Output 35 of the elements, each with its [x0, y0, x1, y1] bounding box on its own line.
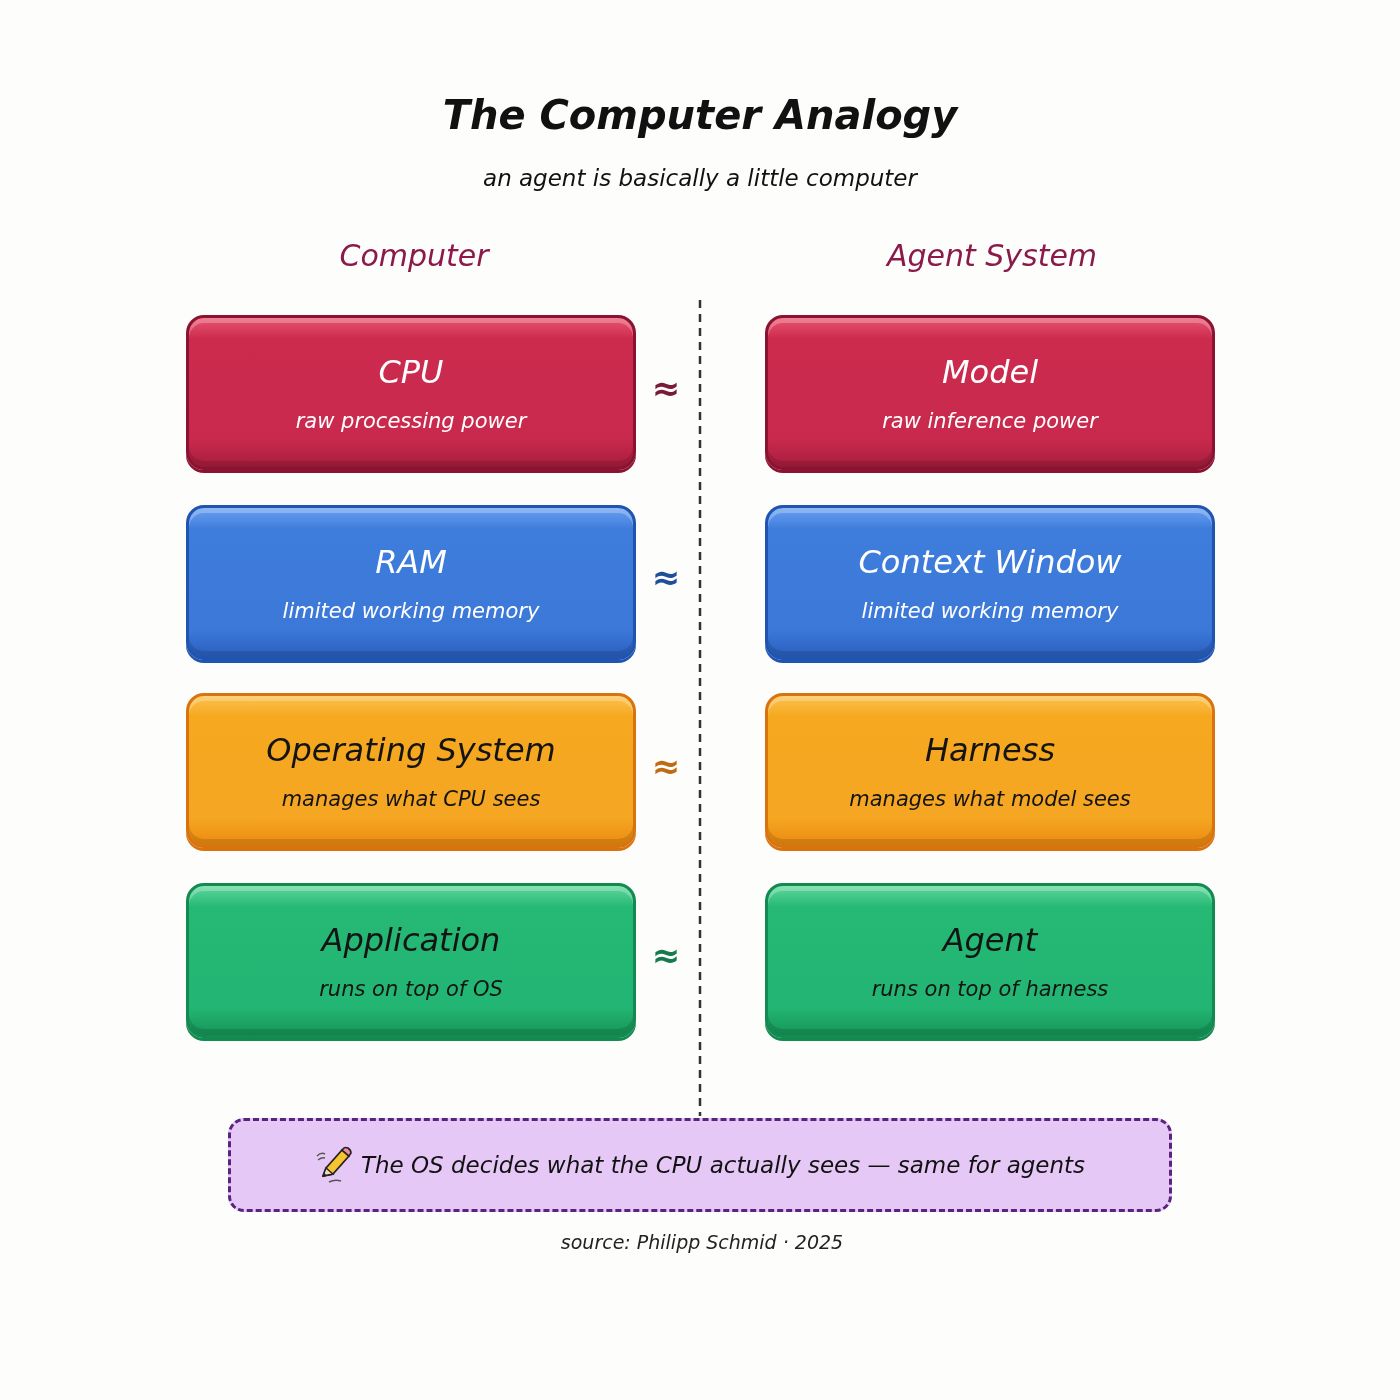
analogy-card — [186, 315, 636, 470]
card-description: raw inference power — [882, 408, 1098, 433]
approx-sign: ≈ — [651, 935, 681, 975]
note-text: The OS decides what the CPU actually sees — same for agents — [360, 1152, 1086, 1178]
analogy-card — [765, 315, 1215, 470]
card-title: Harness — [924, 730, 1056, 769]
source-note: source: Philipp Schmid · 2025 — [560, 1231, 844, 1253]
card-title: CPU — [378, 352, 444, 391]
analogy-card — [765, 505, 1215, 660]
analogy-card — [186, 693, 636, 848]
analogy-card — [765, 693, 1215, 848]
card-description: runs on top of OS — [319, 976, 503, 1001]
analogy-card — [186, 505, 636, 660]
note-box — [228, 1118, 1172, 1212]
column-heading: Agent System — [886, 237, 1098, 273]
approx-sign: ≈ — [651, 746, 681, 786]
analogy-card — [186, 883, 636, 1038]
card-title: Context Window — [858, 542, 1122, 581]
card-title: RAM — [375, 542, 447, 581]
card-description: manages what CPU sees — [281, 786, 541, 811]
subtitle: an agent is basically a little computer — [483, 165, 917, 191]
card-description: raw processing power — [295, 408, 527, 433]
analogy-card — [765, 883, 1215, 1038]
card-title: Agent — [942, 920, 1038, 959]
card-description: limited working memory — [282, 598, 540, 623]
card-title: Model — [941, 352, 1039, 391]
approx-sign: ≈ — [651, 557, 681, 597]
column-heading: Computer — [339, 237, 489, 273]
diagram-title: The Computer Analogy — [442, 92, 958, 138]
card-description: manages what model sees — [849, 786, 1131, 811]
approx-sign: ≈ — [651, 368, 681, 408]
card-description: limited working memory — [861, 598, 1119, 623]
card-title: Application — [321, 920, 501, 959]
card-description: runs on top of harness — [871, 976, 1109, 1001]
card-title: Operating System — [266, 730, 556, 769]
